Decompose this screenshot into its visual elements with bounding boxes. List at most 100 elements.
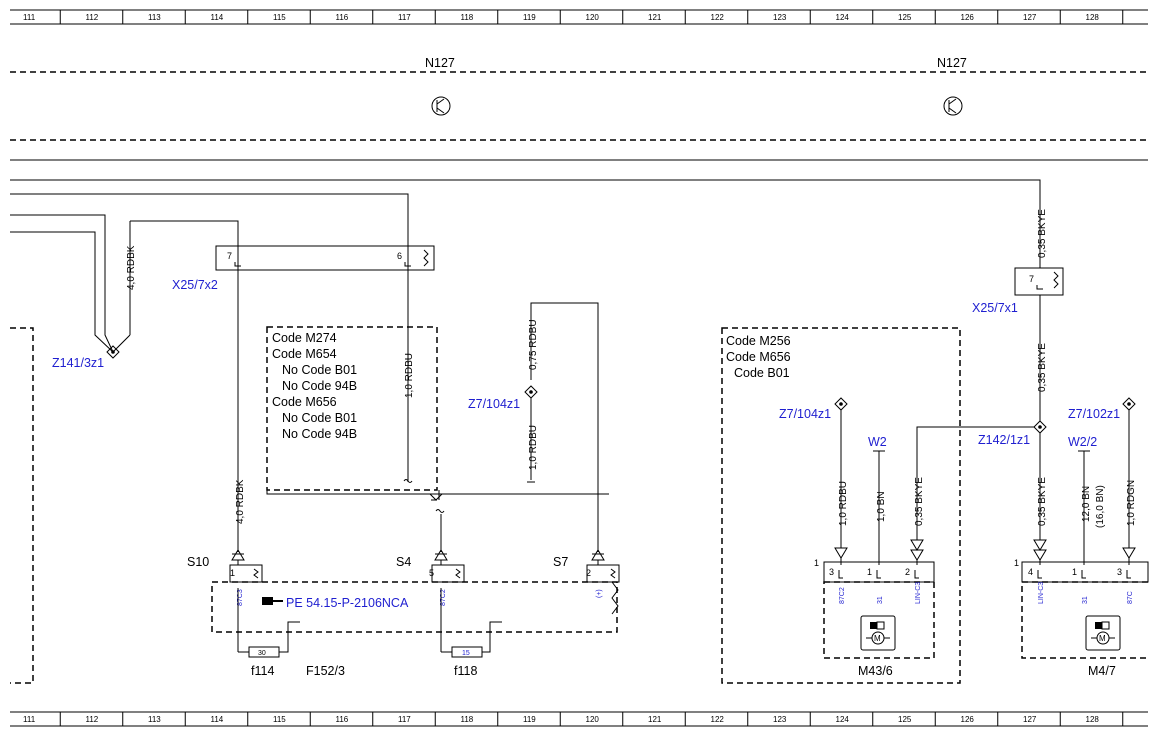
ruler-cell-label: 125 [898, 715, 912, 724]
motor-icon: M [1085, 615, 1121, 651]
ruler-cell-label: 117 [398, 715, 411, 724]
wire-label: 0,75 RDBU [528, 319, 539, 370]
m43-label: M43/6 [858, 664, 893, 678]
ruler-cell-label: 121 [648, 13, 662, 22]
wire-label: 4,0 RDBK [126, 245, 137, 290]
z7-102z1-node [1122, 397, 1136, 411]
z142-label: Z142/1z1 [978, 433, 1030, 447]
ruler-cell-label: 121 [648, 715, 662, 724]
ruler-cell-label: 126 [961, 13, 975, 22]
w2-2-label: W2/2 [1068, 435, 1097, 449]
ruler-cell-label: 125 [898, 13, 912, 22]
wire-label: 0,35 BKYE [1037, 343, 1048, 392]
f114-label: f114 [251, 664, 274, 678]
ruler-cell-label: 124 [836, 715, 850, 724]
wire-label: 1,0 RDBU [528, 425, 539, 470]
s7-label: S7 [553, 555, 568, 569]
w2-label: W2 [868, 435, 887, 449]
ruler-cell-label: 114 [211, 715, 224, 724]
pin-number: 1 [230, 568, 235, 578]
ruler-cell-label: 123 [773, 715, 787, 724]
wire-rdbu-mid [10, 193, 409, 482]
code-line: Code B01 [734, 366, 790, 380]
wire-label: 0,35 BKYE [1037, 209, 1048, 258]
pin-number: 3 [829, 567, 834, 577]
ruler-cell-label: 115 [273, 715, 286, 724]
ruler-cell-label: 117 [398, 13, 411, 22]
ruler-cell-label: 114 [211, 13, 224, 22]
s4-label: S4 [396, 555, 411, 569]
wire-label: 12,0 BN [1081, 486, 1092, 522]
wire-left-2 [10, 231, 114, 353]
f152-label: F152/3 [306, 664, 345, 678]
f118-label: f118 [454, 664, 477, 678]
fuse-rating: 30 [258, 650, 266, 657]
m47-label: M4/7 [1088, 664, 1116, 678]
wire-label: 1,0 RDGN [1126, 480, 1137, 526]
n127-label-left: N127 [425, 56, 455, 70]
wire-label: 1,0 RDBU [838, 481, 849, 526]
code-line: Code M274 [272, 331, 337, 345]
transistor-icon [943, 96, 963, 116]
ruler-cell-label: 126 [961, 715, 975, 724]
pin-signal: LIN-C3 [1038, 582, 1045, 604]
s10-label: S10 [187, 555, 209, 569]
wire-bkye-main [10, 179, 1041, 268]
ruler-cell-label: 118 [461, 13, 474, 22]
code-line: No Code 94B [282, 427, 357, 441]
ruler-cell-label: 116 [336, 715, 349, 724]
code-line: Code M656 [272, 395, 337, 409]
pin-signal: 87C2 [440, 589, 447, 606]
pin-number: 1 [814, 558, 819, 568]
pin-number: 1 [1072, 567, 1077, 577]
pin-number: 5 [429, 568, 434, 578]
left-box [10, 327, 34, 684]
ruler-cell-label: 124 [836, 13, 850, 22]
ruler-cell-label: 112 [86, 715, 99, 724]
ruler-cell-label: 122 [711, 715, 725, 724]
svg-text:M: M [1099, 634, 1106, 643]
z7-104z1-node [834, 397, 848, 411]
pin-number: 4 [1028, 567, 1033, 577]
wire-label: 0,35 BKYE [914, 477, 925, 526]
pin-signal: 87C [1127, 591, 1134, 604]
wire-label: 1,0 BN [876, 491, 887, 522]
code-box-1 [266, 326, 438, 491]
z7-104-label: Z7/104z1 [468, 397, 520, 411]
reference-hand-icon [262, 597, 283, 605]
pin-signal: 87C2 [839, 587, 846, 604]
z142-node [1033, 420, 1047, 434]
code-line: No Code 94B [282, 379, 357, 393]
wire-z141-up [130, 220, 239, 268]
ruler-cell-label: 111 [23, 13, 36, 22]
code-line: Code M654 [272, 347, 337, 361]
wire-label: 0,35 BKYE [1037, 477, 1048, 526]
pin-number: 2 [905, 567, 910, 577]
ruler-cell-label: 120 [586, 715, 600, 724]
pin-signal: 31 [1082, 596, 1089, 604]
pin-number: 3 [1117, 567, 1122, 577]
pin-number: 7 [227, 251, 232, 261]
x25-7x1-connector [1014, 267, 1064, 296]
doc-reference-link[interactable]: PE 54.15-P-2106NCA [286, 596, 409, 610]
pin-number: 6 [397, 251, 402, 261]
z141-label: Z141/3z1 [52, 356, 104, 370]
pin-signal: (+) [596, 589, 603, 598]
ruler-cell-label: 122 [711, 13, 725, 22]
wire-left-1 [10, 214, 114, 353]
code-box-2 [721, 327, 961, 684]
ruler-cell-label: 128 [1086, 13, 1100, 22]
ruler-cell-label: 111 [23, 715, 36, 724]
z7-102-label: Z7/102z1 [1068, 407, 1120, 421]
n127-label-right: N127 [937, 56, 967, 70]
transistor-icon [431, 96, 451, 116]
pin-number: 2 [586, 568, 591, 578]
wire-label: 1,0 RDBU [404, 353, 415, 398]
fuse-block [211, 581, 618, 633]
ruler-cell-label: 127 [1023, 13, 1037, 22]
ruler-cell-label: 119 [523, 13, 536, 22]
pin-number: 1 [1014, 558, 1019, 568]
ruler-cell-label: 127 [1023, 715, 1037, 724]
